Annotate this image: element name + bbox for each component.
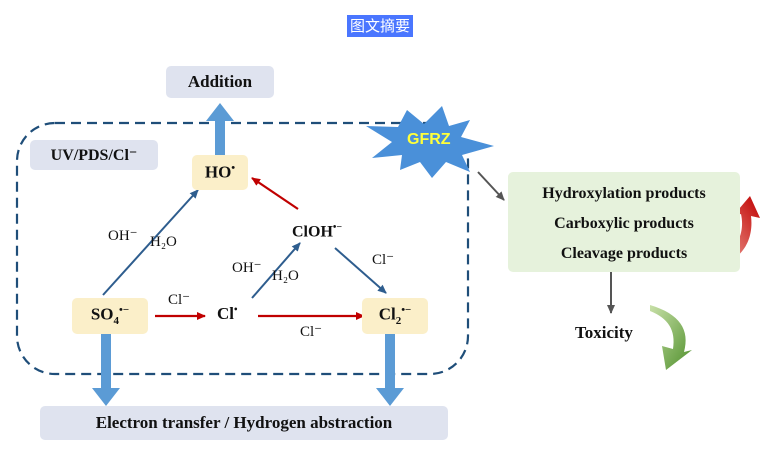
increase-curve-icon [714,196,760,266]
addition-label: Addition [187,72,253,91]
system-label-box: UV/PDS/Cl⁻ [30,140,158,170]
system-label: UV/PDS/Cl⁻ [50,147,138,164]
cl2-radical-label: Cl2•− [378,304,412,328]
cloh-cl2-label: Cl⁻ [372,252,395,268]
toxicity-label: Toxicity [575,323,633,342]
cl-radical-label: Cl• [217,304,238,323]
products-box [508,172,740,272]
arrow-cloh-to-ho [251,177,299,210]
product-item-cleavage: Cleavage products [560,245,688,262]
ho-radical-label: HO• [204,162,236,182]
arrow-so4-to-ho [102,189,199,296]
so4-ho-h2o-label: H₂O [150,234,177,250]
cl-cl2-label: Cl⁻ [300,324,323,340]
so4-radical-box: SO4•− [72,298,148,334]
cloh-radical-label: ClOH•− [292,222,343,241]
so4-cl-label: Cl⁻ [168,292,191,308]
page-title: 图文摘要 [347,15,414,37]
cl-cloh-oh-label: OH⁻ [232,260,262,276]
bottom-mechanism-box: Electron transfer / Hydrogen abstraction [40,406,448,440]
system-boundary [15,121,470,376]
gfrz-starburst [366,106,494,178]
bottom-mechanism-label: Electron transfer / Hydrogen abstraction [95,413,393,432]
cl-cloh-h2o-label: H₂O [272,268,299,284]
arrow-cl2-to-bottom [376,333,404,406]
decrease-curve-icon [650,305,692,370]
cl2-radical-box: Cl2•− [362,298,428,334]
arrow-cloh-to-cl2 [334,247,387,294]
arrow-gfrz-to-products [477,171,505,201]
product-item-carboxylic: Carboxylic products [554,215,694,232]
arrow-so4-to-bottom [92,333,120,406]
so4-radical-label: SO4•− [90,304,130,328]
product-item-hydroxylation: Hydroxylation products [542,185,706,202]
gfrz-label: GFRZ [407,131,451,148]
arrow-ho-to-addition [206,103,234,162]
addition-box: Addition [166,66,274,98]
so4-ho-oh-label: OH⁻ [108,228,138,244]
arrow-cl-to-cloh [251,242,301,299]
ho-radical-box: HO• [192,155,248,190]
